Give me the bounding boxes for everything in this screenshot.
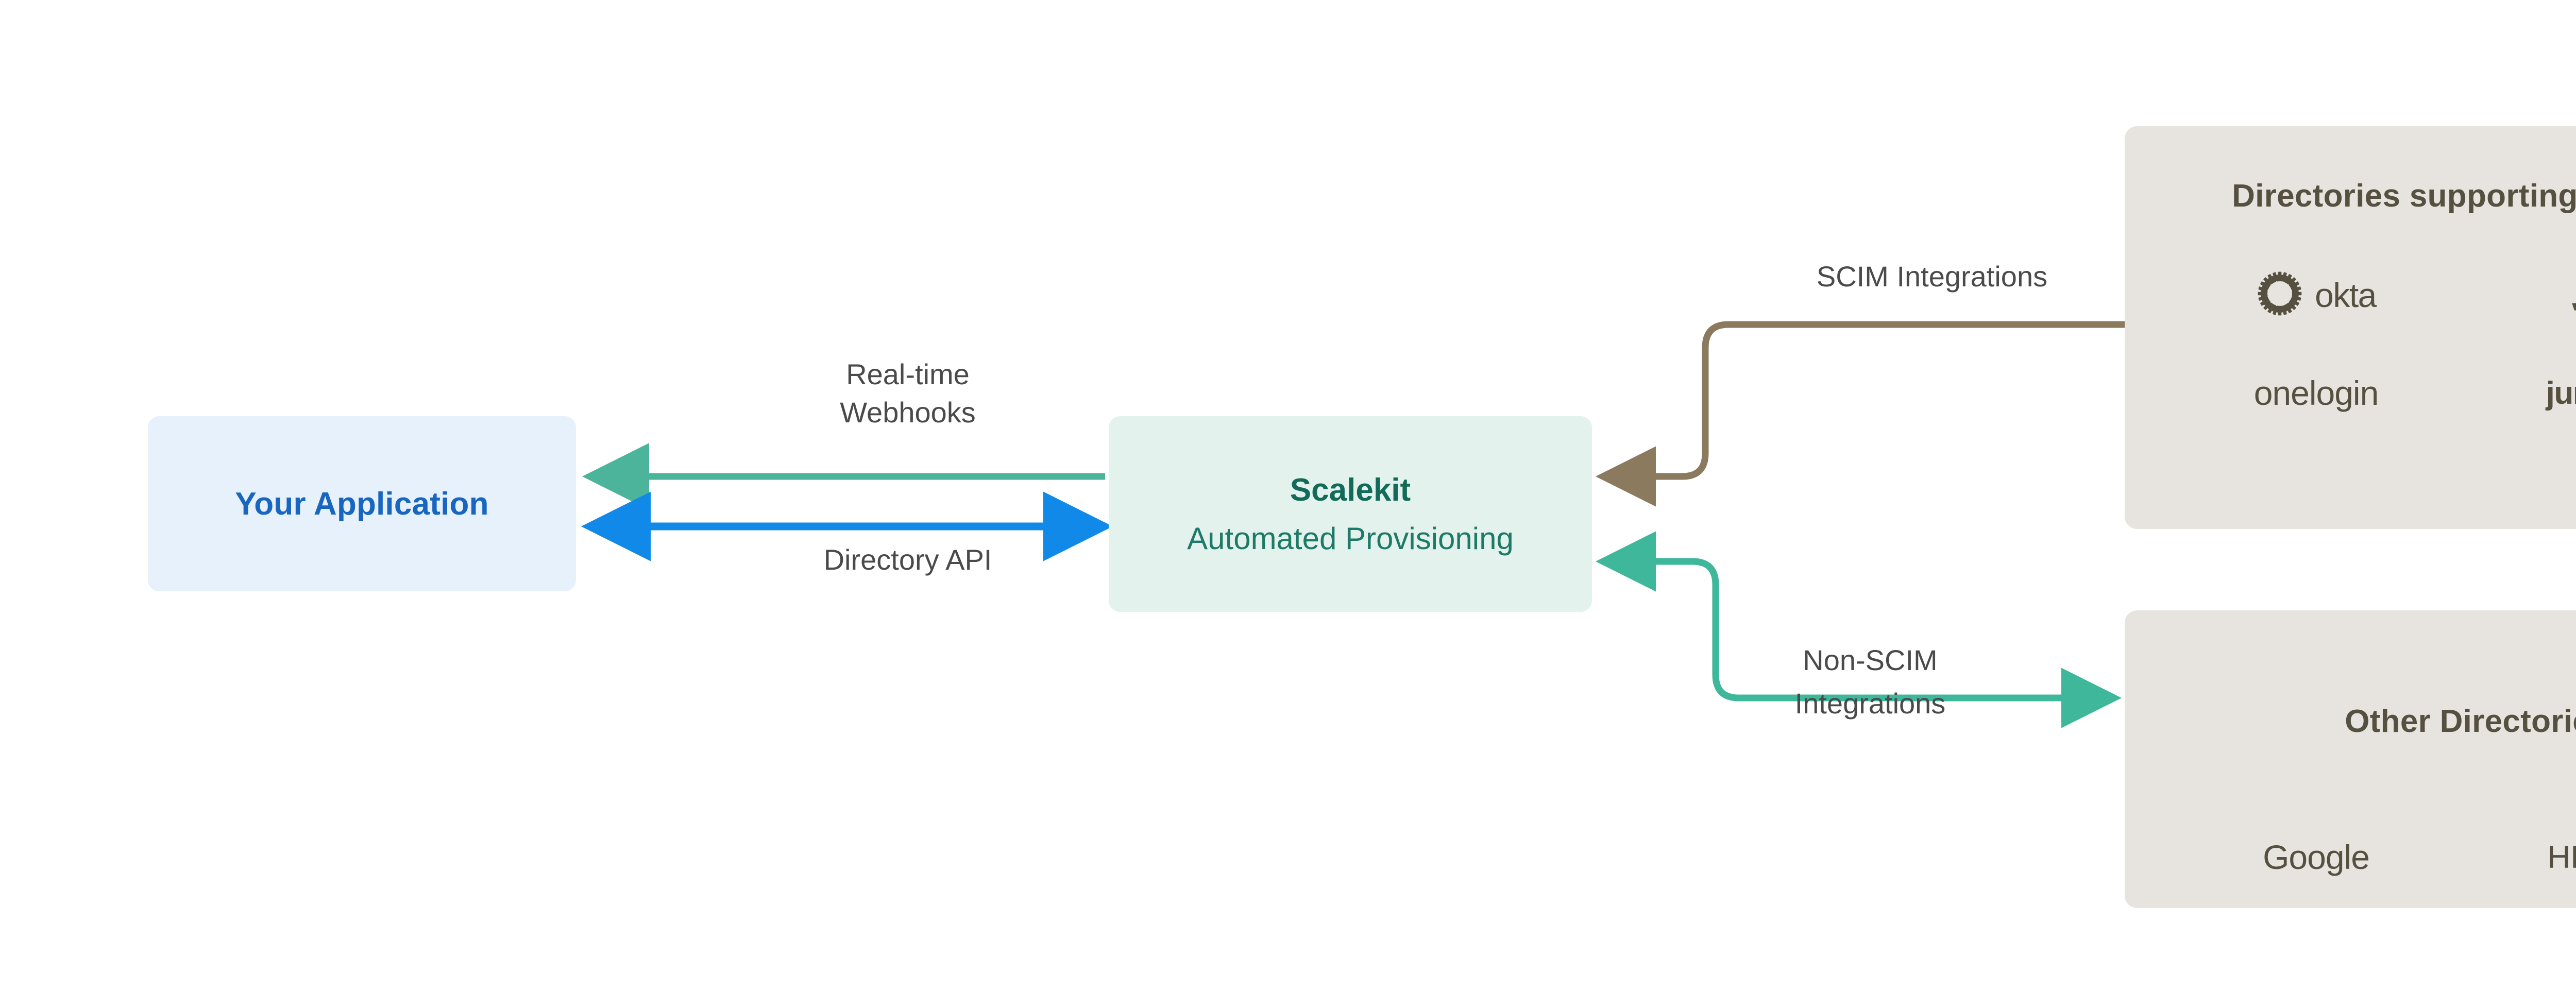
node-scalekit[interactable]: Scalekit Automated Provisioning — [1109, 416, 1592, 612]
edge-label-non-scim-line1: Non-SCIM — [1803, 644, 1938, 676]
google-wordmark: Google — [2263, 838, 2370, 876]
edge-non-scim-integrations — [1596, 531, 2122, 728]
logo-azure[interactable]: Azure — [2477, 270, 2576, 320]
scim-logo-grid: okta Azure onelogin jumpcloudTM — [2125, 270, 2576, 413]
edge-label-webhooks: Real-time Webhooks — [748, 355, 1067, 432]
card-scim-directories[interactable]: Directories supporting SCIM 2.0 — [2125, 126, 2576, 529]
edge-label-non-scim-integrations: Non-SCIM Integrations — [1747, 639, 1994, 725]
okta-wordmark: okta — [2315, 276, 2377, 314]
your-application-label: Your Application — [235, 486, 489, 522]
logo-hrms-hris[interactable]: HRMS/HRIS — [2477, 838, 2576, 877]
scalekit-title: Scalekit — [1290, 472, 1411, 508]
azure-triangle-icon — [2570, 272, 2576, 318]
onelogin-wordmark: onelogin — [2253, 374, 2379, 412]
logo-onelogin[interactable]: onelogin — [2156, 373, 2477, 413]
logo-okta[interactable]: okta — [2156, 270, 2477, 320]
edge-label-webhooks-line2: Webhooks — [840, 396, 976, 429]
edge-label-directory-api: Directory API — [823, 543, 992, 576]
okta-burst-icon — [2256, 270, 2303, 320]
card-other-directories[interactable]: Other Directories Google HRMS/HRIS — [2125, 610, 2576, 908]
other-logo-grid: Google HRMS/HRIS — [2125, 838, 2576, 877]
hrms-hris-wordmark: HRMS/HRIS — [2547, 839, 2576, 875]
scim-directories-title: Directories supporting SCIM 2.0 — [2232, 178, 2576, 214]
other-directories-title: Other Directories — [2345, 704, 2576, 739]
jumpcloud-wordmark: jumpcloud — [2546, 375, 2576, 411]
node-your-application[interactable]: Your Application — [148, 416, 576, 591]
logo-google[interactable]: Google — [2156, 838, 2477, 877]
edge-label-non-scim-line2: Integrations — [1794, 687, 1946, 720]
edge-scim-integrations — [1596, 321, 2125, 507]
logo-jumpcloud[interactable]: jumpcloudTM — [2477, 373, 2576, 413]
edge-label-webhooks-line1: Real-time — [846, 358, 970, 390]
scalekit-subtitle: Automated Provisioning — [1187, 521, 1514, 556]
edge-label-scim-integrations: SCIM Integrations — [1816, 260, 2048, 293]
